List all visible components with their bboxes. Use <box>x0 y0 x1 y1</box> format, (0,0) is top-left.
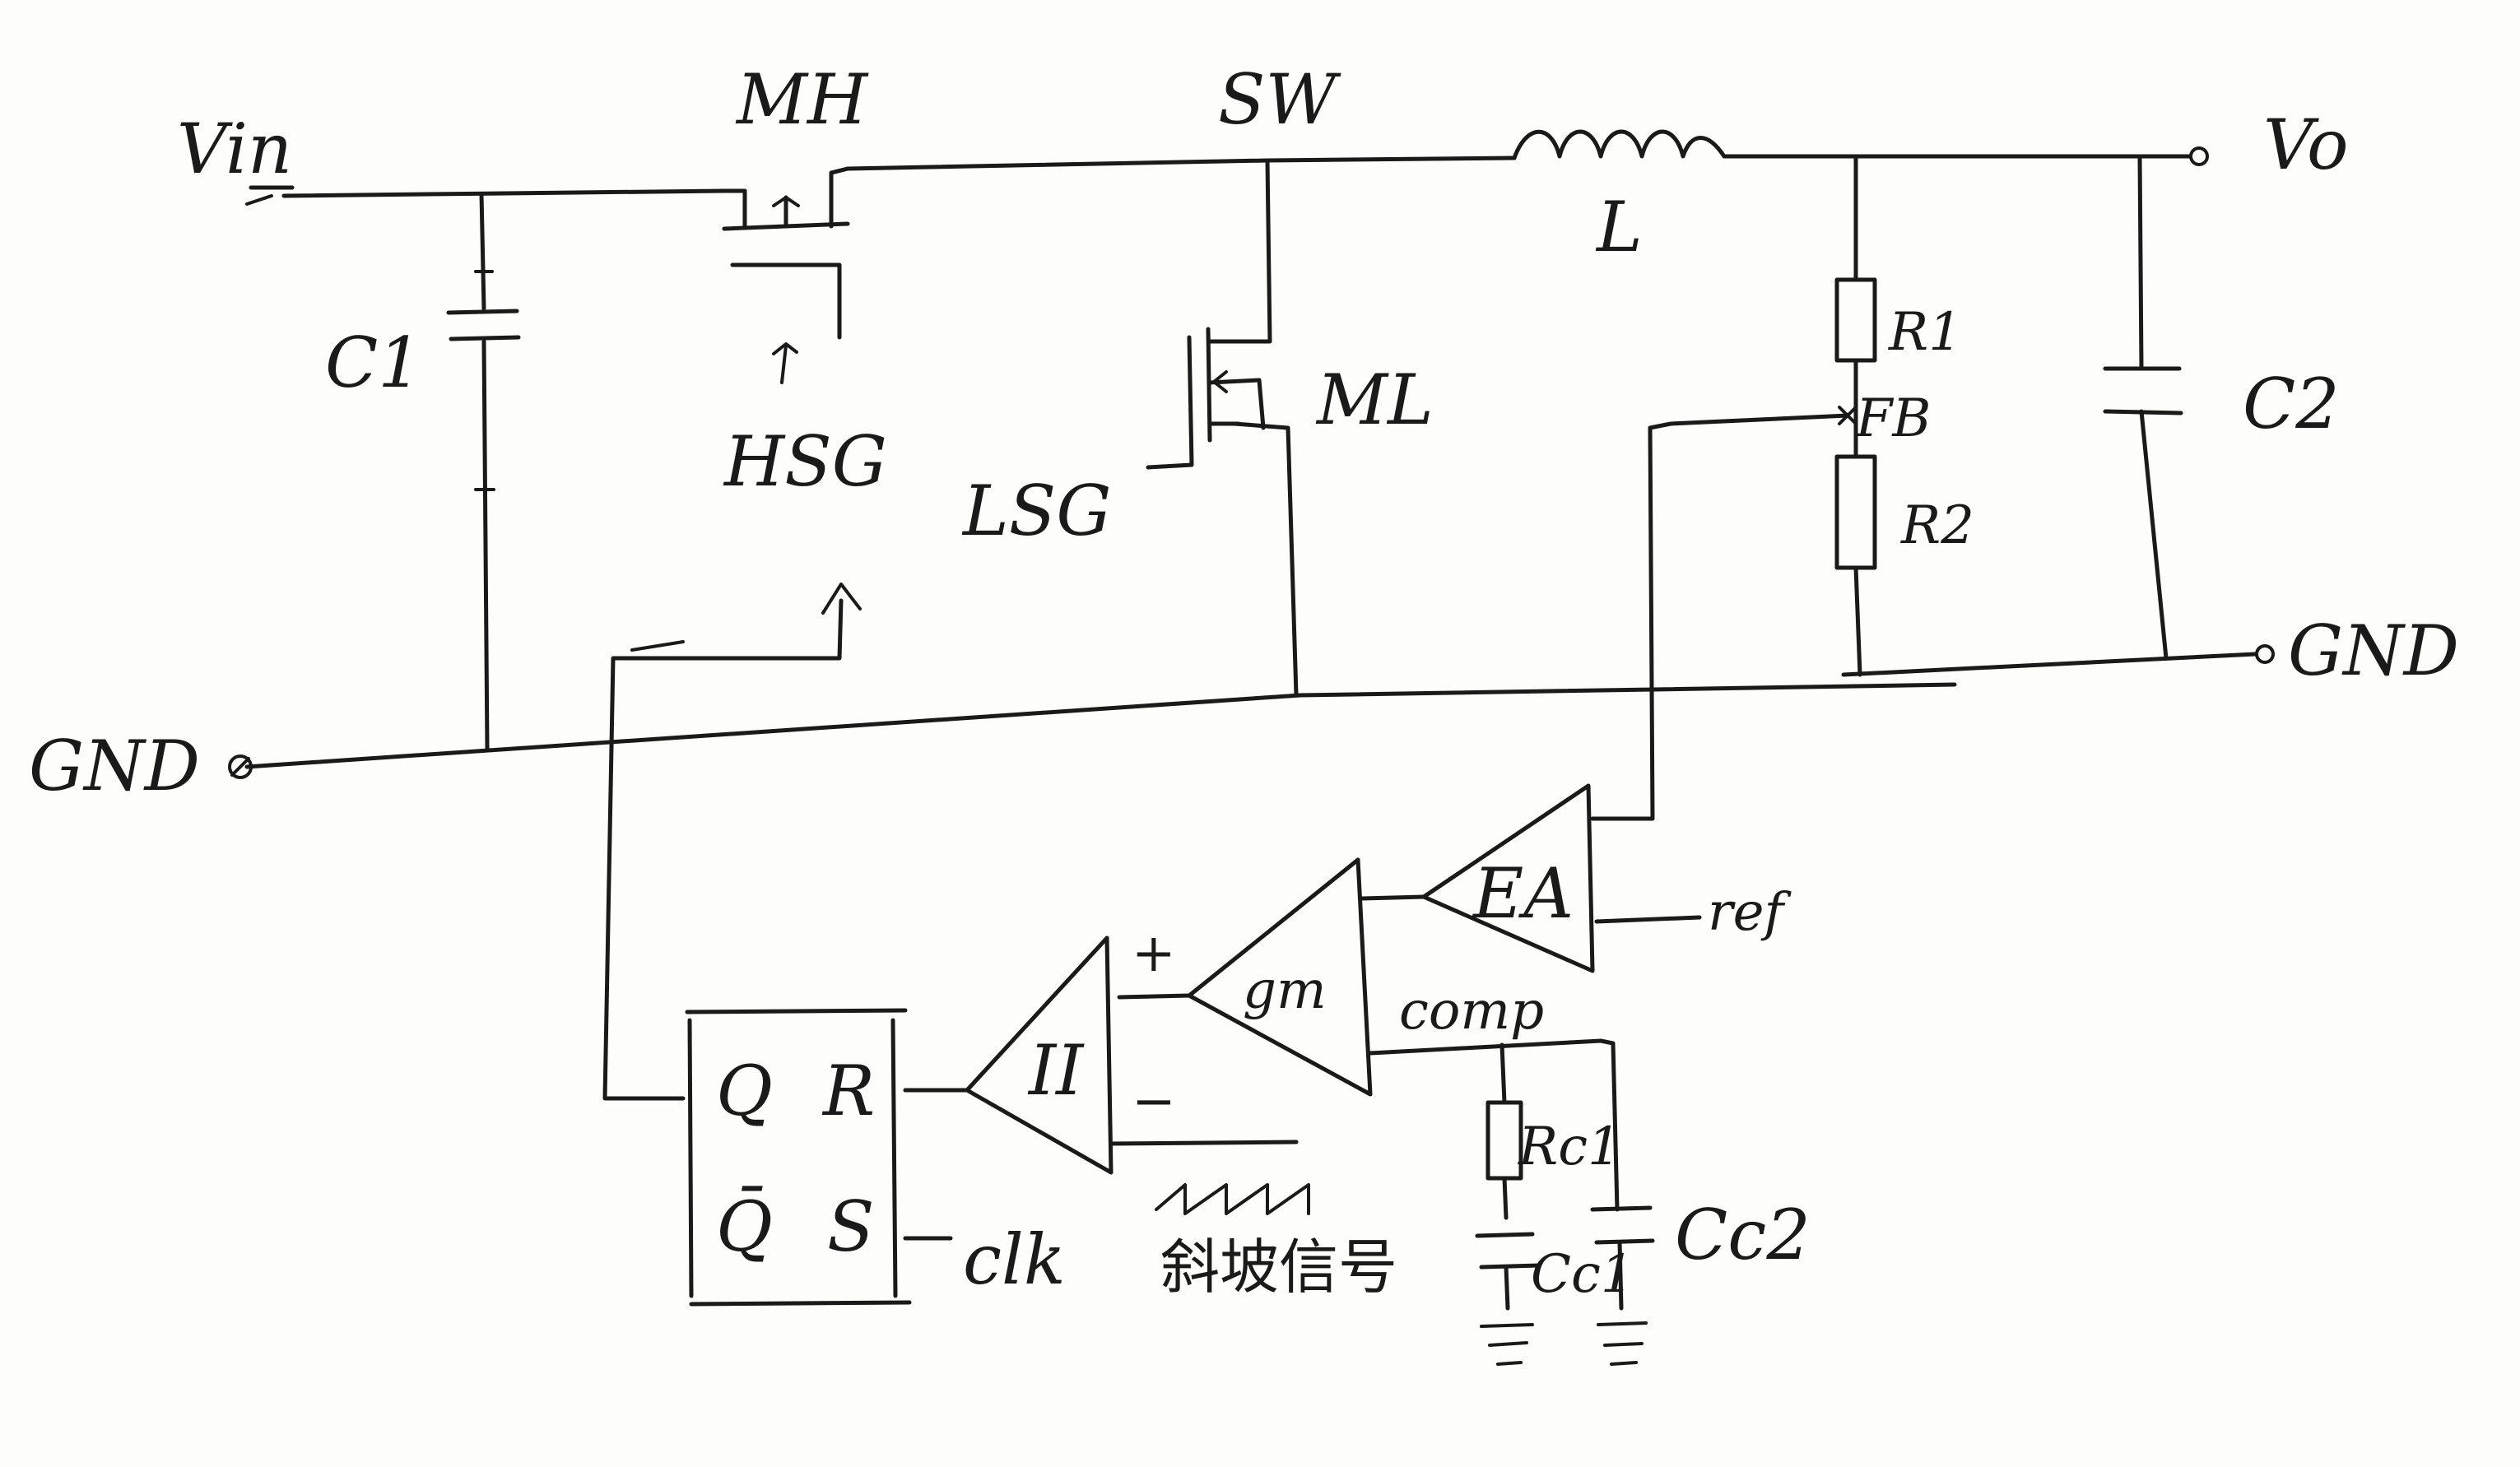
label-lsg: LSG <box>961 471 1111 551</box>
control-loop-wiring <box>602 425 1702 1241</box>
label-vin: Vin <box>177 109 292 189</box>
wire-gnd-rail-left <box>244 693 1303 769</box>
label-mh: MH <box>735 59 869 140</box>
label-r2: R2 <box>1900 495 1974 556</box>
mosfet-mh <box>720 166 850 340</box>
label-cc2: Cc2 <box>1675 1195 1811 1275</box>
wire-c1-bottom <box>481 339 490 751</box>
latch-s: S <box>827 1186 875 1267</box>
label-r1: R1 <box>1888 302 1962 363</box>
label-sw: SW <box>1218 59 1342 140</box>
label-comp-minus: − <box>1132 1071 1176 1132</box>
label-ea: EA <box>1472 853 1574 934</box>
resistor-rc1 <box>1485 1100 1523 1220</box>
inductor-l <box>1512 129 1727 160</box>
fb-tap <box>1648 406 1857 430</box>
resistor-r2 <box>1834 454 1877 570</box>
hsg-arrow <box>821 583 862 615</box>
label-clk: clk <box>963 1219 1066 1300</box>
wire-comp-to-rc1 <box>1499 1042 1507 1105</box>
capacitor-c2 <box>2103 366 2183 415</box>
mosfet-ml <box>1146 327 1266 470</box>
wire-vin-rail <box>281 188 727 198</box>
vo-terminal <box>2189 146 2209 166</box>
capacitor-cc1 <box>1475 1232 1541 1366</box>
capacitor-cc2 <box>1590 1205 1655 1366</box>
wire-comp-to-cc2 <box>1598 1038 1620 1212</box>
gnd-right-terminal <box>2255 644 2275 664</box>
wire-ref-to-ea <box>1594 915 1702 924</box>
label-comparator: II <box>1027 1030 1085 1111</box>
label-inductor: L <box>1595 187 1643 267</box>
label-ref: ref <box>1708 882 1792 943</box>
resistor-r1 <box>1834 277 1877 363</box>
label-comp: comp <box>1399 981 1544 1042</box>
wire-fb-to-ea <box>1590 425 1655 821</box>
capacitor-c1 <box>446 270 521 491</box>
label-vo: Vo <box>2263 104 2349 185</box>
power-stage-wiring <box>244 146 2275 769</box>
label-gnd-right: GND <box>2288 610 2459 691</box>
wire-sw-to-inductor <box>1265 156 1517 163</box>
vin-terminal <box>245 185 295 206</box>
label-ml: ML <box>1315 360 1434 440</box>
label-gm: gm <box>1243 960 1327 1021</box>
wire-ramp-to-comp-minus <box>1109 1140 1299 1146</box>
gnd-left-terminal <box>228 754 253 779</box>
label-rc1: Rc1 <box>1518 1116 1621 1177</box>
wire-sw-to-ml <box>1232 158 1272 344</box>
wire-gnd-rail-right <box>1298 682 1957 698</box>
label-comp-plus: + <box>1132 923 1176 984</box>
hsg-drive-wire <box>772 342 798 384</box>
wire-c1-top <box>479 192 486 311</box>
sr-latch <box>685 1008 912 1307</box>
label-c1: C1 <box>325 323 422 403</box>
latch-r: R <box>821 1051 875 1131</box>
wire-ml-to-gnd <box>1232 421 1299 698</box>
wire-c2-bottom <box>2139 409 2169 661</box>
error-amplifier-ea <box>1421 783 1595 973</box>
latch-qbar: Q̄ <box>716 1186 773 1267</box>
wire-c2-top <box>2137 156 2144 371</box>
latch-q: Q <box>716 1051 773 1131</box>
wire-comp-node <box>1368 1038 1603 1056</box>
wire-r2-bottom <box>1853 565 1862 677</box>
label-ramp: 斜坡信号 <box>1160 1233 1397 1302</box>
ramp-waveform <box>1155 1183 1310 1215</box>
label-cc1: Cc1 <box>1531 1244 1634 1305</box>
label-hsg: HSG <box>723 421 887 502</box>
wire-q-to-hsg <box>602 598 844 1101</box>
label-gnd-left: GND <box>29 726 200 806</box>
wire-gm-to-comp-plus <box>1117 993 1192 1000</box>
label-c2: C2 <box>2243 364 2340 444</box>
wire-mh-to-sw <box>845 158 1270 171</box>
transconductance-gm <box>1187 857 1373 1097</box>
label-fb: FB <box>1855 388 1931 449</box>
wire-ea-to-gm <box>1360 894 1426 901</box>
pwm-comparator <box>965 935 1114 1175</box>
wire-gnd-right <box>1841 652 2257 677</box>
